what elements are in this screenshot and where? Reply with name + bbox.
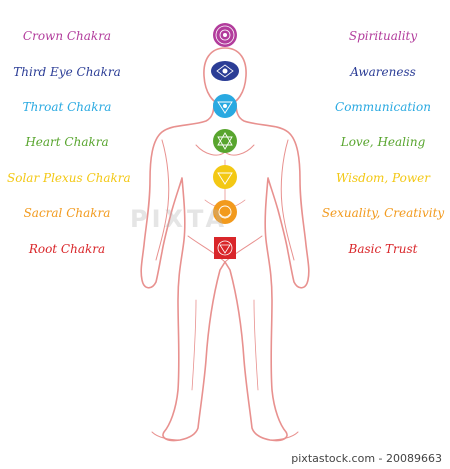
heart-chakra-label: Heart Chakra	[25, 135, 109, 149]
sacral-chakra-label: Sacral Chakra	[23, 206, 111, 220]
footer-bar: pixtastock.com - 20089663	[0, 450, 450, 469]
crown-chakra-label: Crown Chakra	[22, 29, 112, 43]
footer-credit: pixtastock.com - 20089663	[291, 452, 442, 465]
third-eye-chakra-label: Third Eye Chakra	[13, 65, 121, 79]
root-chakra-icon	[214, 237, 236, 259]
throat-meaning-label: Communication	[335, 100, 431, 114]
root-chakra-label: Root Chakra	[28, 242, 106, 256]
watermark-text: PIXTA	[130, 205, 229, 233]
throat-chakra-label: Throat Chakra	[22, 100, 112, 114]
solar-plexus-meaning-label: Wisdom, Power	[336, 171, 430, 185]
root-meaning-label: Basic Trust	[348, 242, 418, 256]
body-outline-figure	[140, 23, 310, 442]
solar-plexus-chakra-icon	[213, 165, 237, 189]
solar-plexus-chakra-label: Solar Plexus Chakra	[7, 171, 131, 185]
sacral-chakra-icon	[213, 200, 237, 224]
crown-chakra-icon	[213, 23, 237, 47]
third-eye-chakra-icon	[211, 61, 239, 81]
crown-meaning-label: Spirituality	[348, 29, 418, 43]
body-outline	[140, 47, 310, 442]
throat-chakra-icon	[213, 94, 237, 118]
heart-meaning-label: Love, Healing	[340, 135, 426, 149]
heart-chakra-icon	[213, 129, 237, 153]
sacral-meaning-label: Sexuality, Creativity	[321, 206, 445, 220]
third-eye-meaning-label: Awareness	[350, 65, 416, 79]
